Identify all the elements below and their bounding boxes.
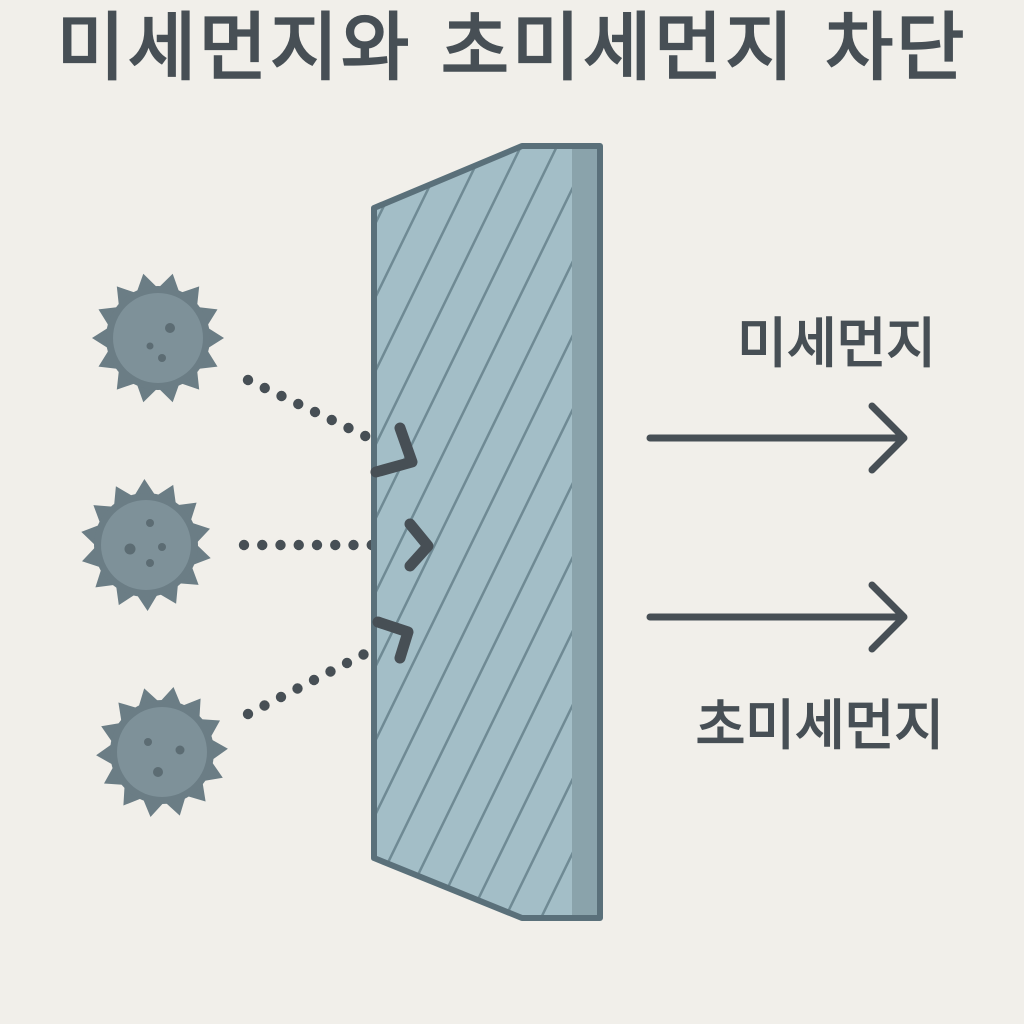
right-arrow-icon [646,581,908,653]
filter-panel-icon [371,143,603,921]
filter-side-edge [572,146,600,918]
dust-particle-icon [81,479,211,611]
filter-face [374,146,600,918]
filter-outline [371,143,603,921]
blocked-markers [370,422,434,664]
dust-particles [81,273,228,817]
chevron-icon [372,616,414,664]
dust-particle-icon [96,687,228,817]
chevron-icon [404,518,434,572]
chevron-icon [370,422,418,478]
page-title: 미세먼지와 초미세먼지 차단 [56,5,968,91]
ultrafine-dust-label: 초미세먼지 [695,694,944,757]
dotted-trail [242,374,388,450]
fine-dust-label: 미세먼지 [737,312,936,375]
dotted-trail [242,640,386,720]
right-arrow-icon [646,402,908,474]
dust-particle-icon [92,273,224,403]
